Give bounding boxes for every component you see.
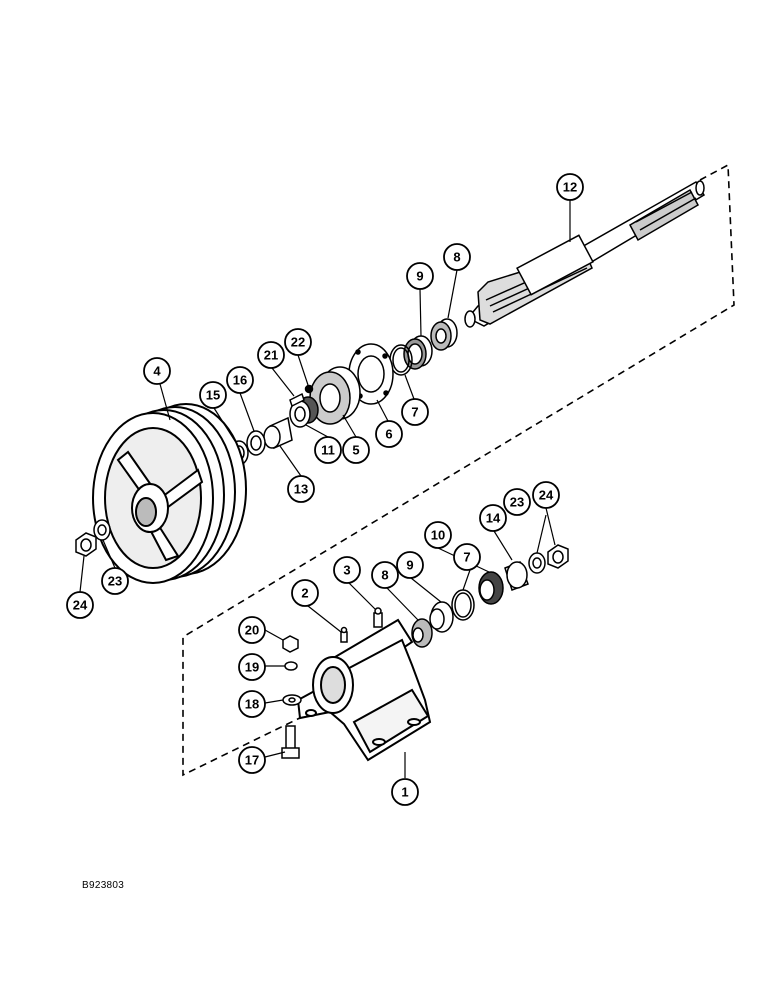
bolt [281,725,300,759]
callout-label: 2 [301,586,308,601]
callout-7-upper: 7 [401,398,429,426]
set-screw [289,384,314,408]
callout-label: 20 [245,623,259,638]
lock-washer [284,661,298,671]
callout-label: 16 [233,373,247,388]
callout-7-lower: 7 [453,543,481,571]
callout-9-lower: 9 [396,551,424,579]
callout-18: 18 [238,690,266,718]
callout-4: 4 [143,357,171,385]
callout-label: 11 [321,443,335,458]
callout-label: 15 [206,388,220,403]
callout-label: 3 [343,563,350,578]
callout-19: 19 [238,653,266,681]
callout-6: 6 [375,420,403,448]
callout-label: 10 [431,528,445,543]
callout-label: 12 [563,180,577,195]
callout-label: 5 [352,443,359,458]
callout-label: 23 [108,574,122,589]
figure-reference-code: B923803 [82,880,125,891]
callout-label: 24 [73,598,88,613]
callout-8-upper: 8 [443,243,471,271]
drive-shaft [464,180,706,328]
bearing-cup-lower [429,601,454,633]
v-belt-pulley [92,403,247,584]
callout-15: 15 [199,381,227,409]
callout-23-left: 23 [101,567,129,595]
callout-1: 1 [391,778,419,806]
callout-label: 1 [401,785,408,800]
leader-lines [79,200,571,778]
callout-2: 2 [291,579,319,607]
callout-5: 5 [342,436,370,464]
callout-3: 3 [333,556,361,584]
bearing-cone-upper [430,318,458,351]
grease-fitting-2 [340,626,348,643]
grease-fitting-3 [373,607,383,628]
callout-9-upper: 9 [406,262,434,290]
assembly-dashed-lines [182,163,735,777]
callout-8-lower: 8 [371,561,399,589]
callout-16: 16 [226,366,254,394]
callout-22: 22 [284,328,312,356]
bearing-bracket [296,618,432,762]
callout-14: 14 [479,504,507,532]
washer-left [93,519,111,541]
callout-13: 13 [287,475,315,503]
callout-24-right: 24 [532,481,560,509]
washer-right [528,552,546,574]
callout-label: 7 [411,405,418,420]
callout-12: 12 [556,173,584,201]
callout-20: 20 [238,616,266,644]
callout-label: 17 [245,753,259,768]
callout-label: 9 [416,269,423,284]
callout-label: 22 [291,335,305,350]
callout-label: 7 [463,550,470,565]
bearing-cone-lower [411,618,433,648]
nut-left [75,532,97,557]
callout-10: 10 [424,521,452,549]
callout-label: 4 [153,364,161,379]
callout-label: 14 [486,511,501,526]
seal [478,571,504,605]
callout-label: 9 [406,558,413,573]
callout-label: 24 [539,488,554,503]
hex-nut [282,635,299,653]
callout-label: 13 [294,482,308,497]
callout-21: 21 [257,341,285,369]
callout-label: 21 [264,348,278,363]
callout-label: 18 [245,697,259,712]
spacer-sleeve [263,416,293,450]
callout-11: 11 [314,436,342,464]
callout-23-right: 23 [503,488,531,516]
callout-17: 17 [238,746,266,774]
callout-24-left: 24 [66,591,94,619]
nut-right [547,544,569,569]
callout-label: 6 [385,427,392,442]
callout-label: 8 [453,250,460,265]
washer-16 [246,430,266,456]
snap-ring-lower [451,589,475,621]
seal-sleeve [504,561,529,591]
callout-label: 19 [245,660,259,675]
bushing [289,396,319,428]
bearing-housing [309,366,361,425]
callout-label: 23 [510,495,524,510]
flat-washer [282,694,302,706]
callout-label: 8 [381,568,388,583]
